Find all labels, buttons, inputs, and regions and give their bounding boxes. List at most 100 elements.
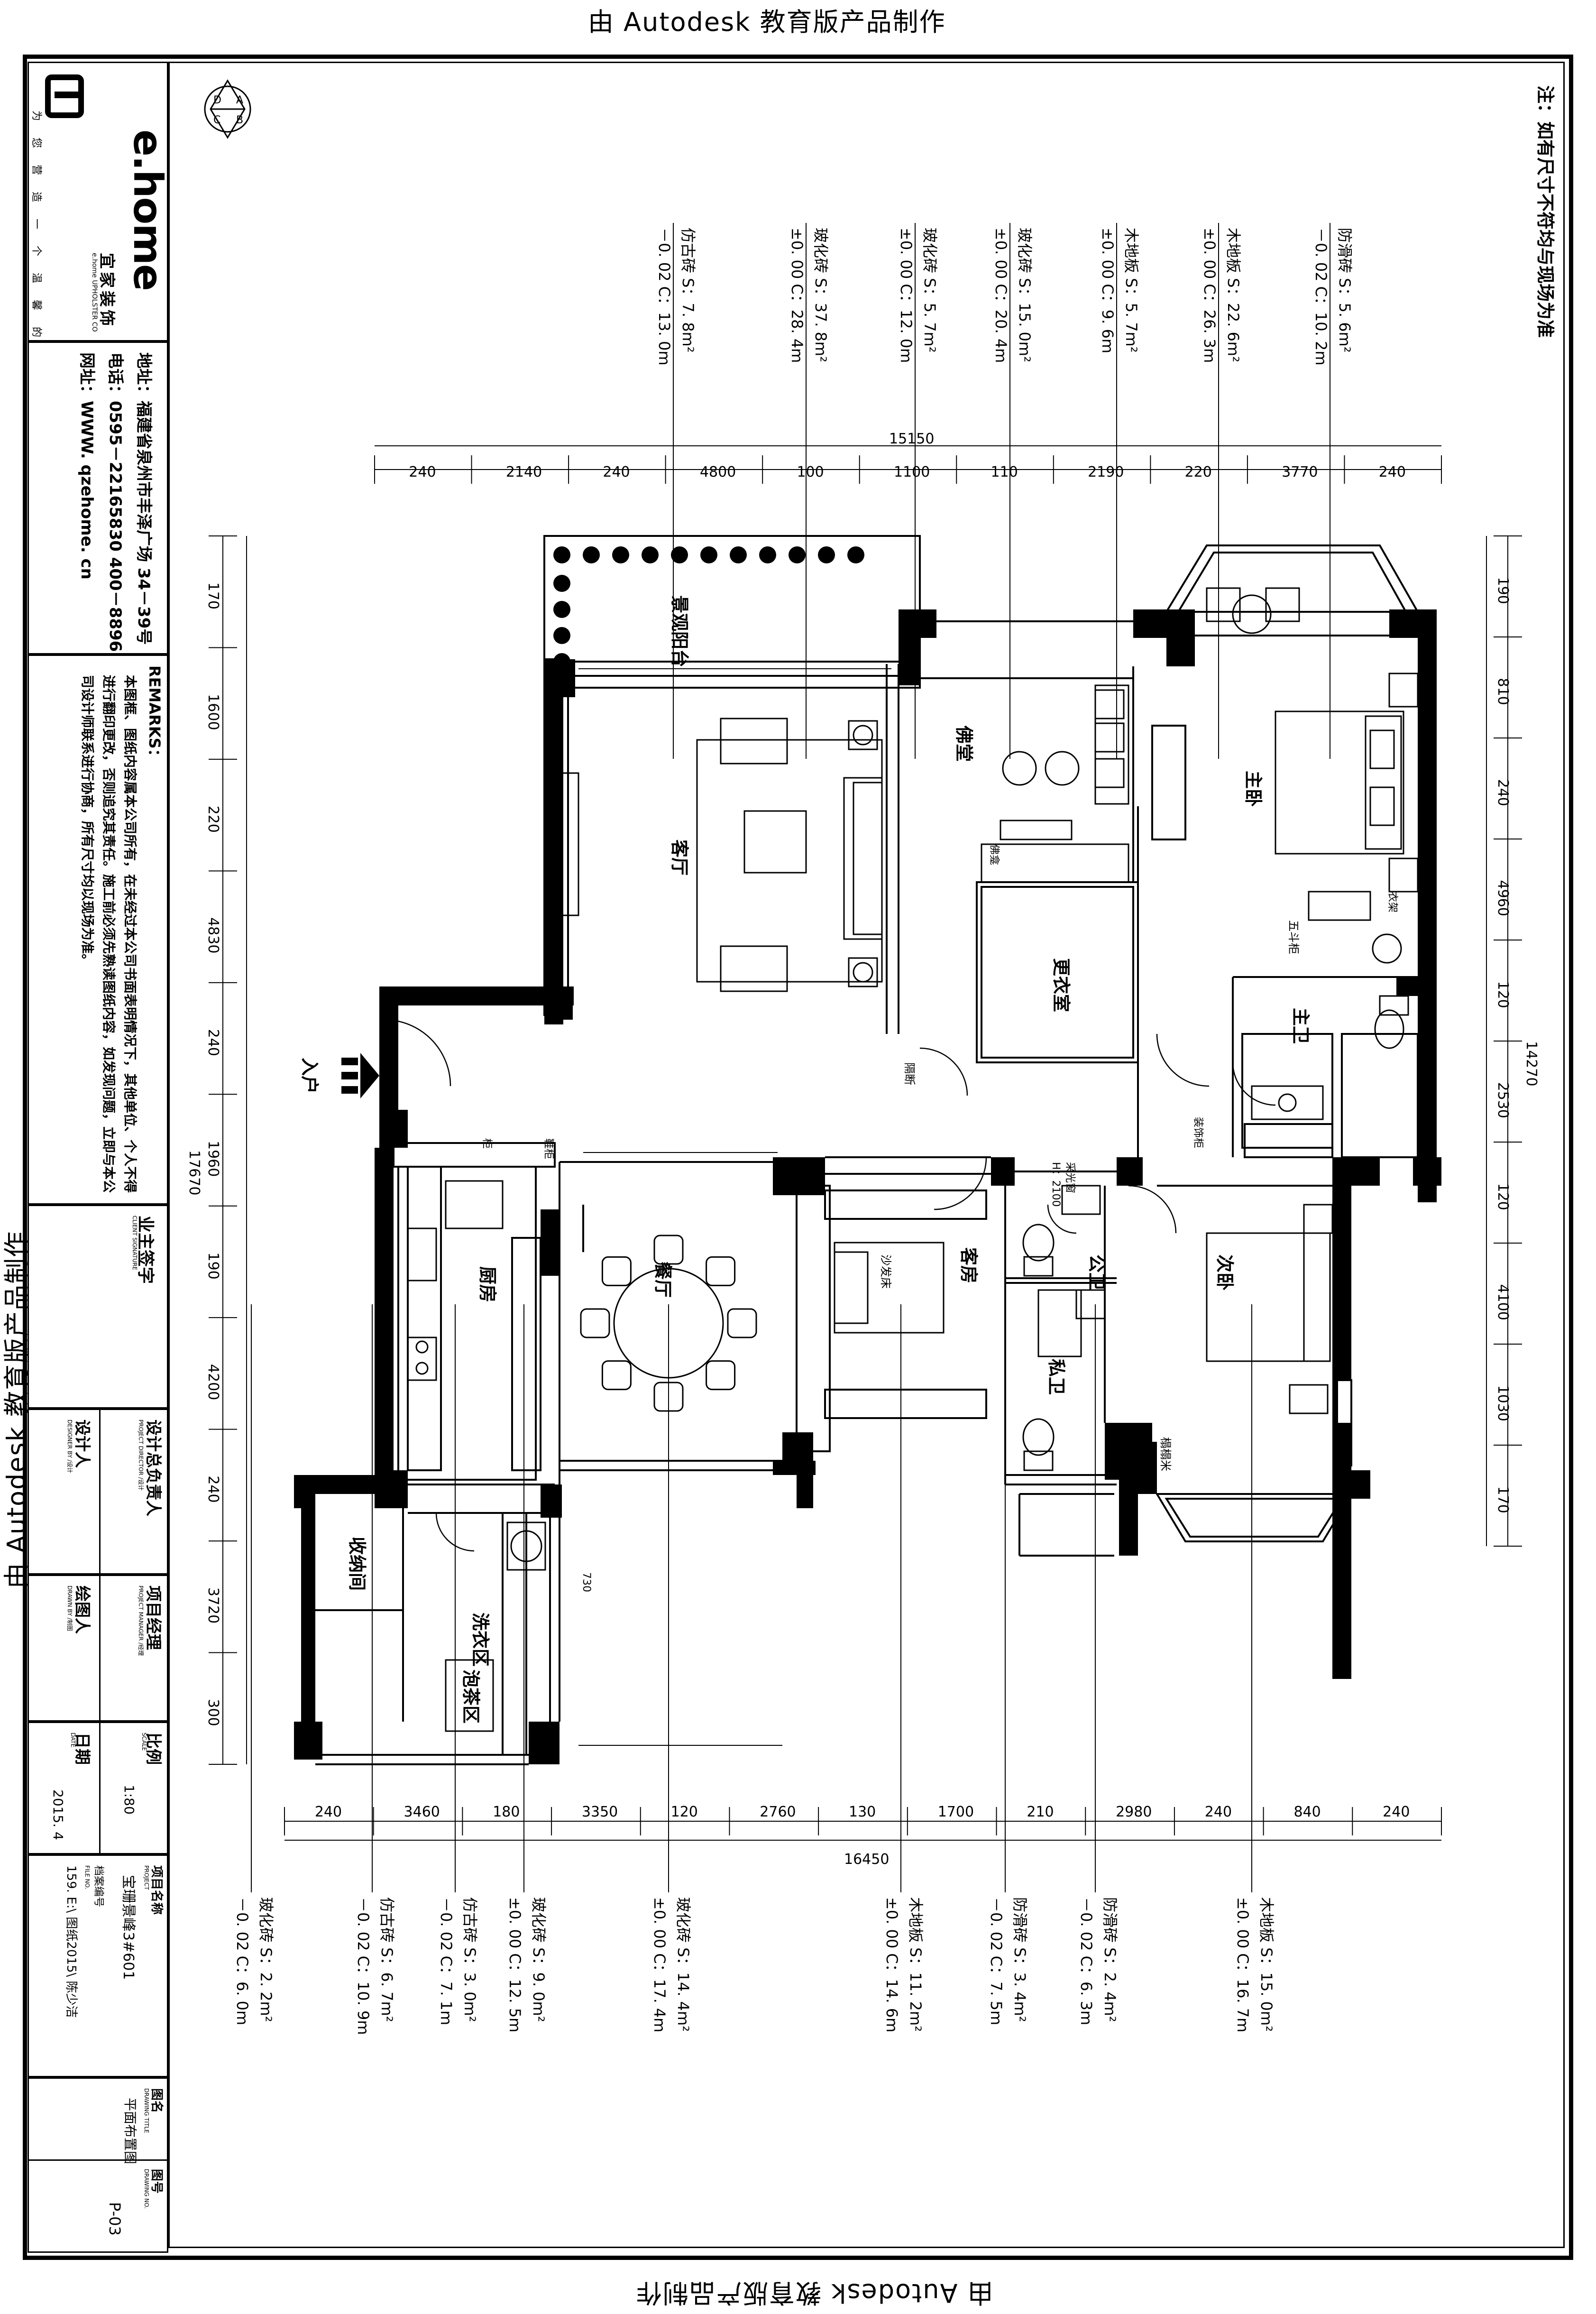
dimension-value: 1700 <box>938 1804 974 1820</box>
dimension-total: 16450 <box>844 1851 889 1868</box>
buddha-room-furniture <box>981 684 1129 883</box>
floor-label-elevation: ±0. 00 C：14. 6m <box>883 1897 901 2032</box>
decor-cabinet-label: 装饰柜 <box>1192 1117 1204 1148</box>
floor-label-elevation: －0. 02 C：13. 0m <box>655 228 673 366</box>
planter-icon <box>730 546 747 563</box>
dimension-value: 2530 <box>1495 1082 1511 1118</box>
dimension-value: 1100 <box>894 464 930 480</box>
floor-label-elevation: ±0. 00 C：12. 0m <box>897 228 915 363</box>
floor-label-elevation: ±0. 00 C：20. 4m <box>992 228 1010 363</box>
shoe-cabinet-label: 鞋柜 <box>542 1138 554 1159</box>
planter-icon <box>553 627 570 644</box>
planter-icon <box>700 546 717 563</box>
cabinet-label: 柜 <box>481 1138 493 1149</box>
clothes-lift-label: 衣架 <box>1386 892 1398 913</box>
floor-label-material: 玻化砖 S：5. 7m² <box>921 228 939 353</box>
planter-icon <box>642 546 659 563</box>
dimension-value: 180 <box>493 1804 520 1820</box>
floor-label-material: 仿古砖 S：7. 8m² <box>679 228 697 353</box>
dimension-value: 220 <box>205 806 221 833</box>
title-block-remarks: REMARKS： 本图框、图纸内容属本公司所有，在未经过本公司书面表明情况下，其… <box>28 655 168 1205</box>
buddha-cabinet: 佛龛 <box>988 844 1000 865</box>
dimension-value: 100 <box>797 464 824 480</box>
dimension-value: 120 <box>671 1804 698 1820</box>
title-block-owner: 业主签字 CLIENT SIGNATURE <box>28 1205 168 1409</box>
dimension-value: 810 <box>1495 678 1511 705</box>
title-block-project: 项目名称 PROJECT 宝珊景峰3#601 档案编号 FILE NO. 159… <box>28 1854 168 2077</box>
coffee-table <box>743 810 807 874</box>
floor-label-elevation: －0. 02 C：7. 1m <box>437 1897 455 2025</box>
leader-lines <box>251 223 1330 1892</box>
room-wardrobe: 更衣室 <box>1051 958 1072 1012</box>
room-master: 主卧 <box>1243 771 1264 807</box>
second-bed <box>1206 1232 1331 1362</box>
floor-label-elevation: －0. 02 C：10. 9m <box>354 1897 372 2035</box>
armchair-top <box>720 718 788 765</box>
dimension-value: 4200 <box>205 1364 221 1400</box>
dimension-value: 190 <box>205 1252 221 1279</box>
planter-icon <box>553 575 570 592</box>
title-block-designer: 设计总负责人 PROJECT DIRECTOR /设计 设计人 DESIGNER… <box>28 1409 168 1575</box>
drawing-frame <box>23 55 1573 2260</box>
door-swings <box>384 1019 1276 1552</box>
planter-icon <box>847 546 864 563</box>
dimension-value: 170 <box>1495 1486 1511 1513</box>
dining-chair <box>706 1360 736 1391</box>
dimension-value: 4100 <box>1495 1284 1511 1320</box>
room-tea: 泡茶区 <box>460 1669 481 1724</box>
room-storage: 收纳间 <box>347 1537 367 1591</box>
guest-room-furniture <box>834 1242 945 1334</box>
dimension-value: 120 <box>1495 981 1511 1008</box>
dimension-value: 2190 <box>1088 464 1124 480</box>
dimension-value: 170 <box>205 582 221 609</box>
room-labels: 景观阳台 客厅 佛堂 佛龛 主卧 更衣室 五斗柜 衣架 主卫 装饰柜 入户 隔断… <box>299 595 1398 1724</box>
floor-label-elevation: －0. 02 C：7. 5m <box>987 1897 1005 2025</box>
room-master-bath: 主卫 <box>1290 1008 1311 1044</box>
dining-chair <box>601 1360 632 1391</box>
title-block-drawing: 图名 DRAWING TITLE 平面布置图 图号 DRAWING NO. P-… <box>28 2077 168 2253</box>
floor-label-elevation: ±0. 00 C：26. 3m <box>1201 228 1219 363</box>
dimension-value: 120 <box>1495 1183 1511 1210</box>
planter-icon <box>789 546 806 563</box>
planter-icon <box>612 546 629 563</box>
floor-label-elevation: －0. 02 C：6. 3m <box>1077 1897 1095 2025</box>
floor-label-elevation: ±0. 00 C：12. 5m <box>506 1897 524 2032</box>
dimension-value: 2760 <box>760 1804 796 1820</box>
dimension-value: 240 <box>315 1804 342 1820</box>
dining-chair <box>727 1308 757 1338</box>
dimension-value: 110 <box>991 464 1018 480</box>
room-living: 客厅 <box>669 839 690 876</box>
dimension-value: 2140 <box>506 464 542 480</box>
floor-label-material: 木地板 S：15. 0m² <box>1257 1897 1275 2032</box>
floor-label-material: 玻化砖 S：37. 8m² <box>812 228 830 362</box>
floor-material-labels: 防滑砖 S：5. 6m² －0. 02 C：10. 2m 木地板 S：22. 6m²… <box>233 228 1354 2035</box>
floor-label-elevation: ±0. 00 C：9. 6m <box>1099 228 1117 353</box>
dimension-value: 1600 <box>205 694 221 730</box>
room-guest: 客房 <box>958 1247 979 1283</box>
entry-label: 入户 <box>299 1058 320 1094</box>
floor-label-material: 防滑砖 S：5. 6m² <box>1336 228 1354 353</box>
dimension-value: 130 <box>849 1804 876 1820</box>
floor-label-material: 木地板 S：22. 6m² <box>1224 228 1242 362</box>
dimension-value: 240 <box>1379 464 1406 480</box>
dimension-value: 190 <box>1495 577 1511 604</box>
dimension-value: 3460 <box>404 1804 440 1820</box>
floor-label-material: 仿古砖 S：3. 0m² <box>461 1897 479 2022</box>
room-laundry: 洗衣区 <box>470 1613 491 1667</box>
dimension-value: 3770 <box>1282 464 1318 480</box>
room-second: 次卧 <box>1214 1254 1235 1291</box>
dimension-value: 240 <box>1205 1804 1232 1820</box>
planter-icon <box>818 546 835 563</box>
laundry-dim: 730 <box>580 1572 592 1592</box>
floor-label-elevation: －0. 02 C：10. 2m <box>1312 228 1330 366</box>
entry-arrow-icon <box>341 1053 379 1098</box>
dimension-value: 240 <box>205 1475 221 1503</box>
dimension-value: 240 <box>603 464 630 480</box>
dimension-lines <box>222 445 1508 1841</box>
dimension-value: 3720 <box>205 1587 221 1623</box>
second-bedroom-furniture <box>1206 1204 1333 1414</box>
partition-label: 隔断 <box>903 1062 916 1085</box>
toilet-master <box>1374 1009 1404 1049</box>
floor-label-material: 玻化砖 S：2. 2m² <box>257 1897 275 2022</box>
